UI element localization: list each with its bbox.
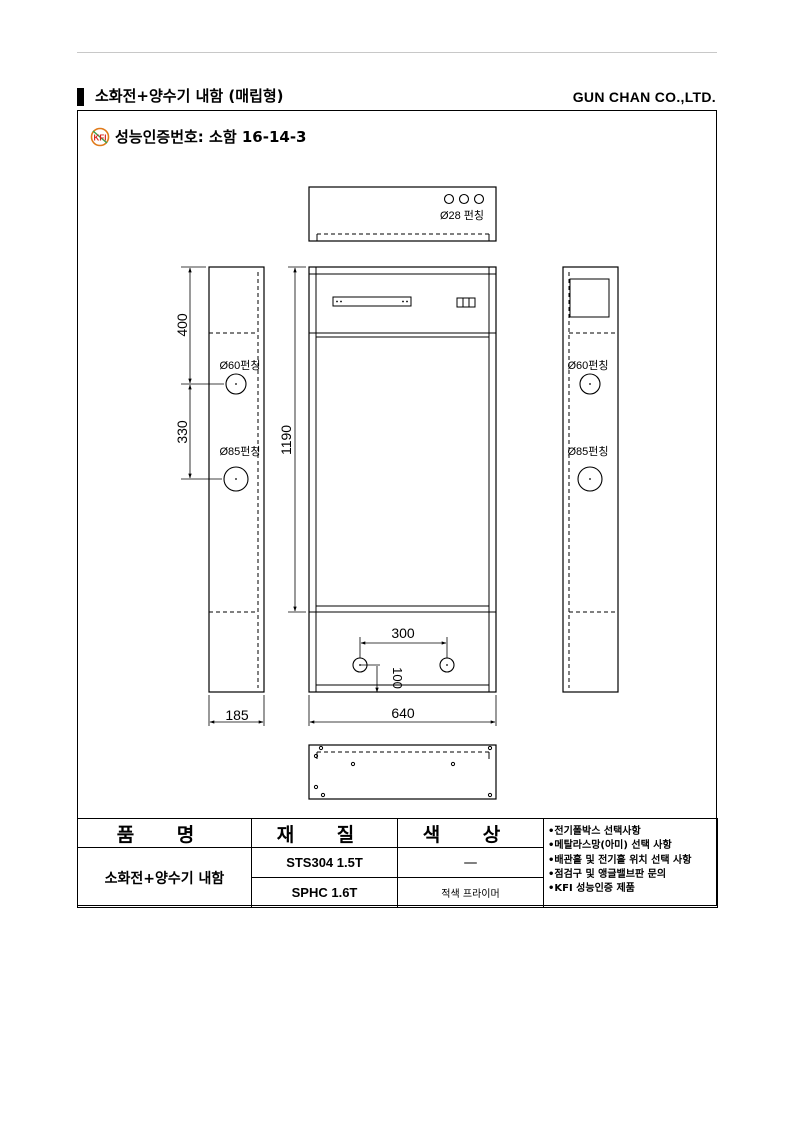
- spec-table: 품 명 재 질 색 상 •전기폴박스 선택사항 •메탈라스망(아미) 선택 사항…: [77, 818, 718, 908]
- right-hole-60: [579, 373, 601, 395]
- header-product: 품 명: [77, 818, 252, 848]
- left-side-view: [181, 266, 265, 726]
- kfi-badge-text: KFI: [94, 134, 107, 143]
- front-view: [288, 266, 497, 726]
- top-rule: [77, 52, 717, 53]
- dim-side-lower: 330: [174, 420, 190, 444]
- color-row-2: 적색 프라이머: [397, 877, 544, 908]
- top-hole-1: [443, 193, 455, 205]
- header-color: 색 상: [397, 818, 544, 848]
- bottom-view: [308, 744, 497, 800]
- dim-front-width: 640: [391, 705, 415, 721]
- left-hole-85-label: Ø85펀칭: [219, 445, 260, 458]
- notes-cell: •전기폴박스 선택사항 •메탈라스망(아미) 선택 사항 •배관홀 및 전기홀 …: [543, 818, 718, 908]
- dim-side-upper: 400: [174, 313, 190, 337]
- right-hole-60-label: Ø60펀칭: [567, 359, 608, 372]
- dim-pipe-spacing: 300: [391, 625, 415, 641]
- top-hole-3: [473, 193, 485, 205]
- top-hole-2: [458, 193, 470, 205]
- note-item: •점검구 및 앵글밸브판 문의: [548, 868, 667, 880]
- dim-pipe-height: 100: [390, 667, 405, 689]
- note-item: •배관홀 및 전기홀 위치 선택 사항: [548, 854, 692, 866]
- kfi-logo-icon: KFI: [90, 127, 110, 147]
- top-view: [308, 186, 497, 242]
- technical-drawing: Ø28 펀칭 400 330 185 Ø60펀칭 Ø85펀칭: [174, 186, 619, 800]
- note-item: •KFI 성능인증 제품: [548, 883, 635, 895]
- title-marker: [77, 88, 84, 106]
- right-electric-box: [569, 278, 610, 318]
- left-hole-85: [223, 466, 249, 492]
- right-hole-85: [577, 466, 603, 492]
- left-hole-60-label: Ø60펀칭: [219, 359, 260, 372]
- right-hole-85-label: Ø85펀칭: [567, 445, 608, 458]
- color-row-1-value: —: [463, 854, 478, 871]
- note-item: •메탈라스망(아미) 선택 사항: [548, 840, 672, 852]
- note-item: •전기폴박스 선택사항: [548, 826, 641, 837]
- dim-front-height: 1190: [278, 425, 294, 455]
- dim-side-width: 185: [225, 707, 249, 723]
- material-row-1: STS304 1.5T: [251, 847, 398, 878]
- header-material: 재 질: [251, 818, 398, 848]
- right-side-view: [562, 266, 619, 693]
- material-row-2: SPHC 1.6T: [251, 877, 398, 908]
- front-terminal: [456, 297, 476, 308]
- product-name: 소화전+양수기 내함: [77, 847, 252, 908]
- front-slot: [332, 296, 412, 307]
- left-hole-60: [225, 373, 247, 395]
- certification-number: 성능인증번호: 소함 16-14-3: [115, 128, 307, 146]
- color-row-1: —: [397, 847, 544, 878]
- company-name: GUN CHAN CO.,LTD.: [572, 89, 716, 105]
- top-hole-label: Ø28 펀칭: [440, 209, 484, 222]
- document-title: 소화전+양수기 내함 (매립형): [95, 87, 284, 105]
